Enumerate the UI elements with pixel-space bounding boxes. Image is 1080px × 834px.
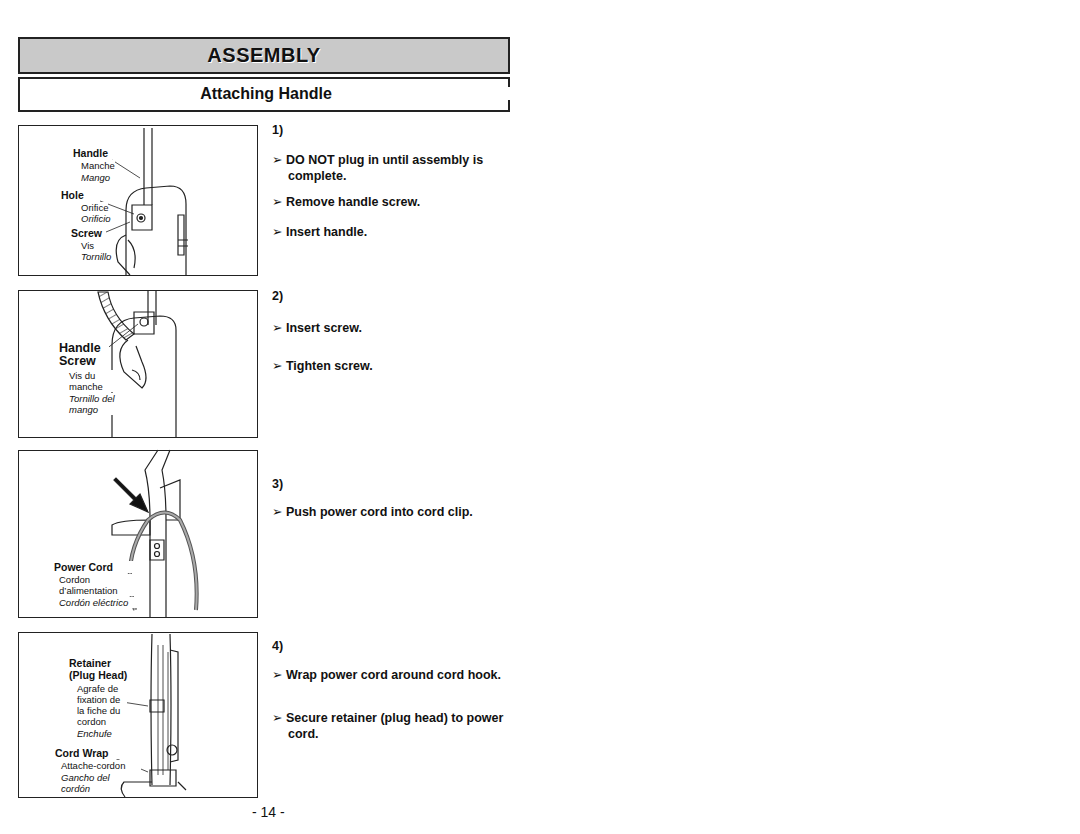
instruction-step: ➢ Insert screw. [272,320,524,336]
part-label: Power Cord [54,561,134,573]
part-label: Cord Wrap [55,747,125,759]
part-label: Orifice [81,202,108,213]
part-label: Handle Screw [59,342,109,368]
part-label: Tornillo [81,251,111,262]
instruction-step: ➢ Remove handle screw. [272,194,524,210]
part-label: Handle [73,147,108,159]
part-label: Orificio [81,213,111,224]
part-label: Mango [81,172,110,183]
section-heading: Attaching Handle [20,87,512,100]
instruction-step: ➢ Wrap power cord around cord hook. [272,667,524,683]
figure-panel: Power CordCordon d’alimentationCordón el… [18,450,258,618]
part-label: Manche [81,160,115,171]
part-label: Retainer (Plug Head) [69,657,137,681]
instruction-step: ➢ Push power cord into cord clip. [272,504,524,520]
figure-panel: HandleMancheMangoHoleOrificeOrificioScre… [18,125,258,276]
title-bar: ASSEMBLY [18,37,510,74]
figure-panel: Retainer (Plug Head)Agrafe de fixation d… [18,632,258,798]
instruction-step: ➢ Insert handle. [272,224,524,240]
part-label: Attache-cordon [61,760,141,771]
step-number: 4) [272,638,283,654]
part-label: Vis du manche [69,370,115,392]
part-label: Agrafe de fixation de la fiche du cordon [77,683,127,727]
part-label: Cordon d’alimentation [59,574,139,596]
part-label: Enchufe [77,728,137,739]
step-number: 2) [272,288,283,304]
figure-panel: Handle ScrewVis du mancheTornillo del ma… [18,290,258,438]
step-number: 3) [272,476,283,492]
instruction-step: ➢ Secure retainer (plug head) to power c… [272,710,524,742]
part-label: Screw [71,227,102,239]
step-number: 1) [272,122,283,138]
instruction-step: ➢ DO NOT plug in until assembly is compl… [272,152,524,184]
part-label: Vis [81,240,94,251]
instruction-step: ➢ Tighten screw. [272,358,524,374]
section-heading-box: Attaching Handle [18,77,510,112]
part-label: Hole [61,189,84,201]
page-title: ASSEMBLY [207,44,320,67]
part-label: Gancho del cordón [61,772,113,794]
part-label: Tornillo del mango [69,393,127,415]
part-label: Cordón eléctrico [59,597,139,608]
page-number: - 14 - [252,804,285,820]
